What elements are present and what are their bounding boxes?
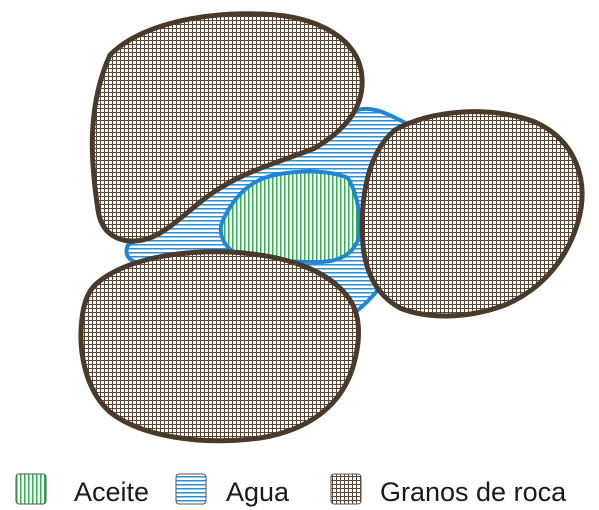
rock-swatch — [331, 474, 361, 504]
water-swatch — [176, 474, 206, 504]
legend-label-rock: Granos de roca — [380, 477, 567, 507]
rock-grain-bottom-left — [81, 252, 359, 441]
legend-item-water: Agua — [176, 474, 290, 507]
rock-grain-right — [362, 112, 582, 316]
legend-item-oil: Aceite — [16, 474, 149, 507]
legend-label-oil: Aceite — [74, 477, 149, 507]
oil-swatch — [16, 474, 46, 504]
legend-label-water: Agua — [226, 477, 290, 507]
legend: Aceite Agua Granos de roca — [16, 474, 567, 507]
legend-item-rock: Granos de roca — [331, 474, 567, 507]
